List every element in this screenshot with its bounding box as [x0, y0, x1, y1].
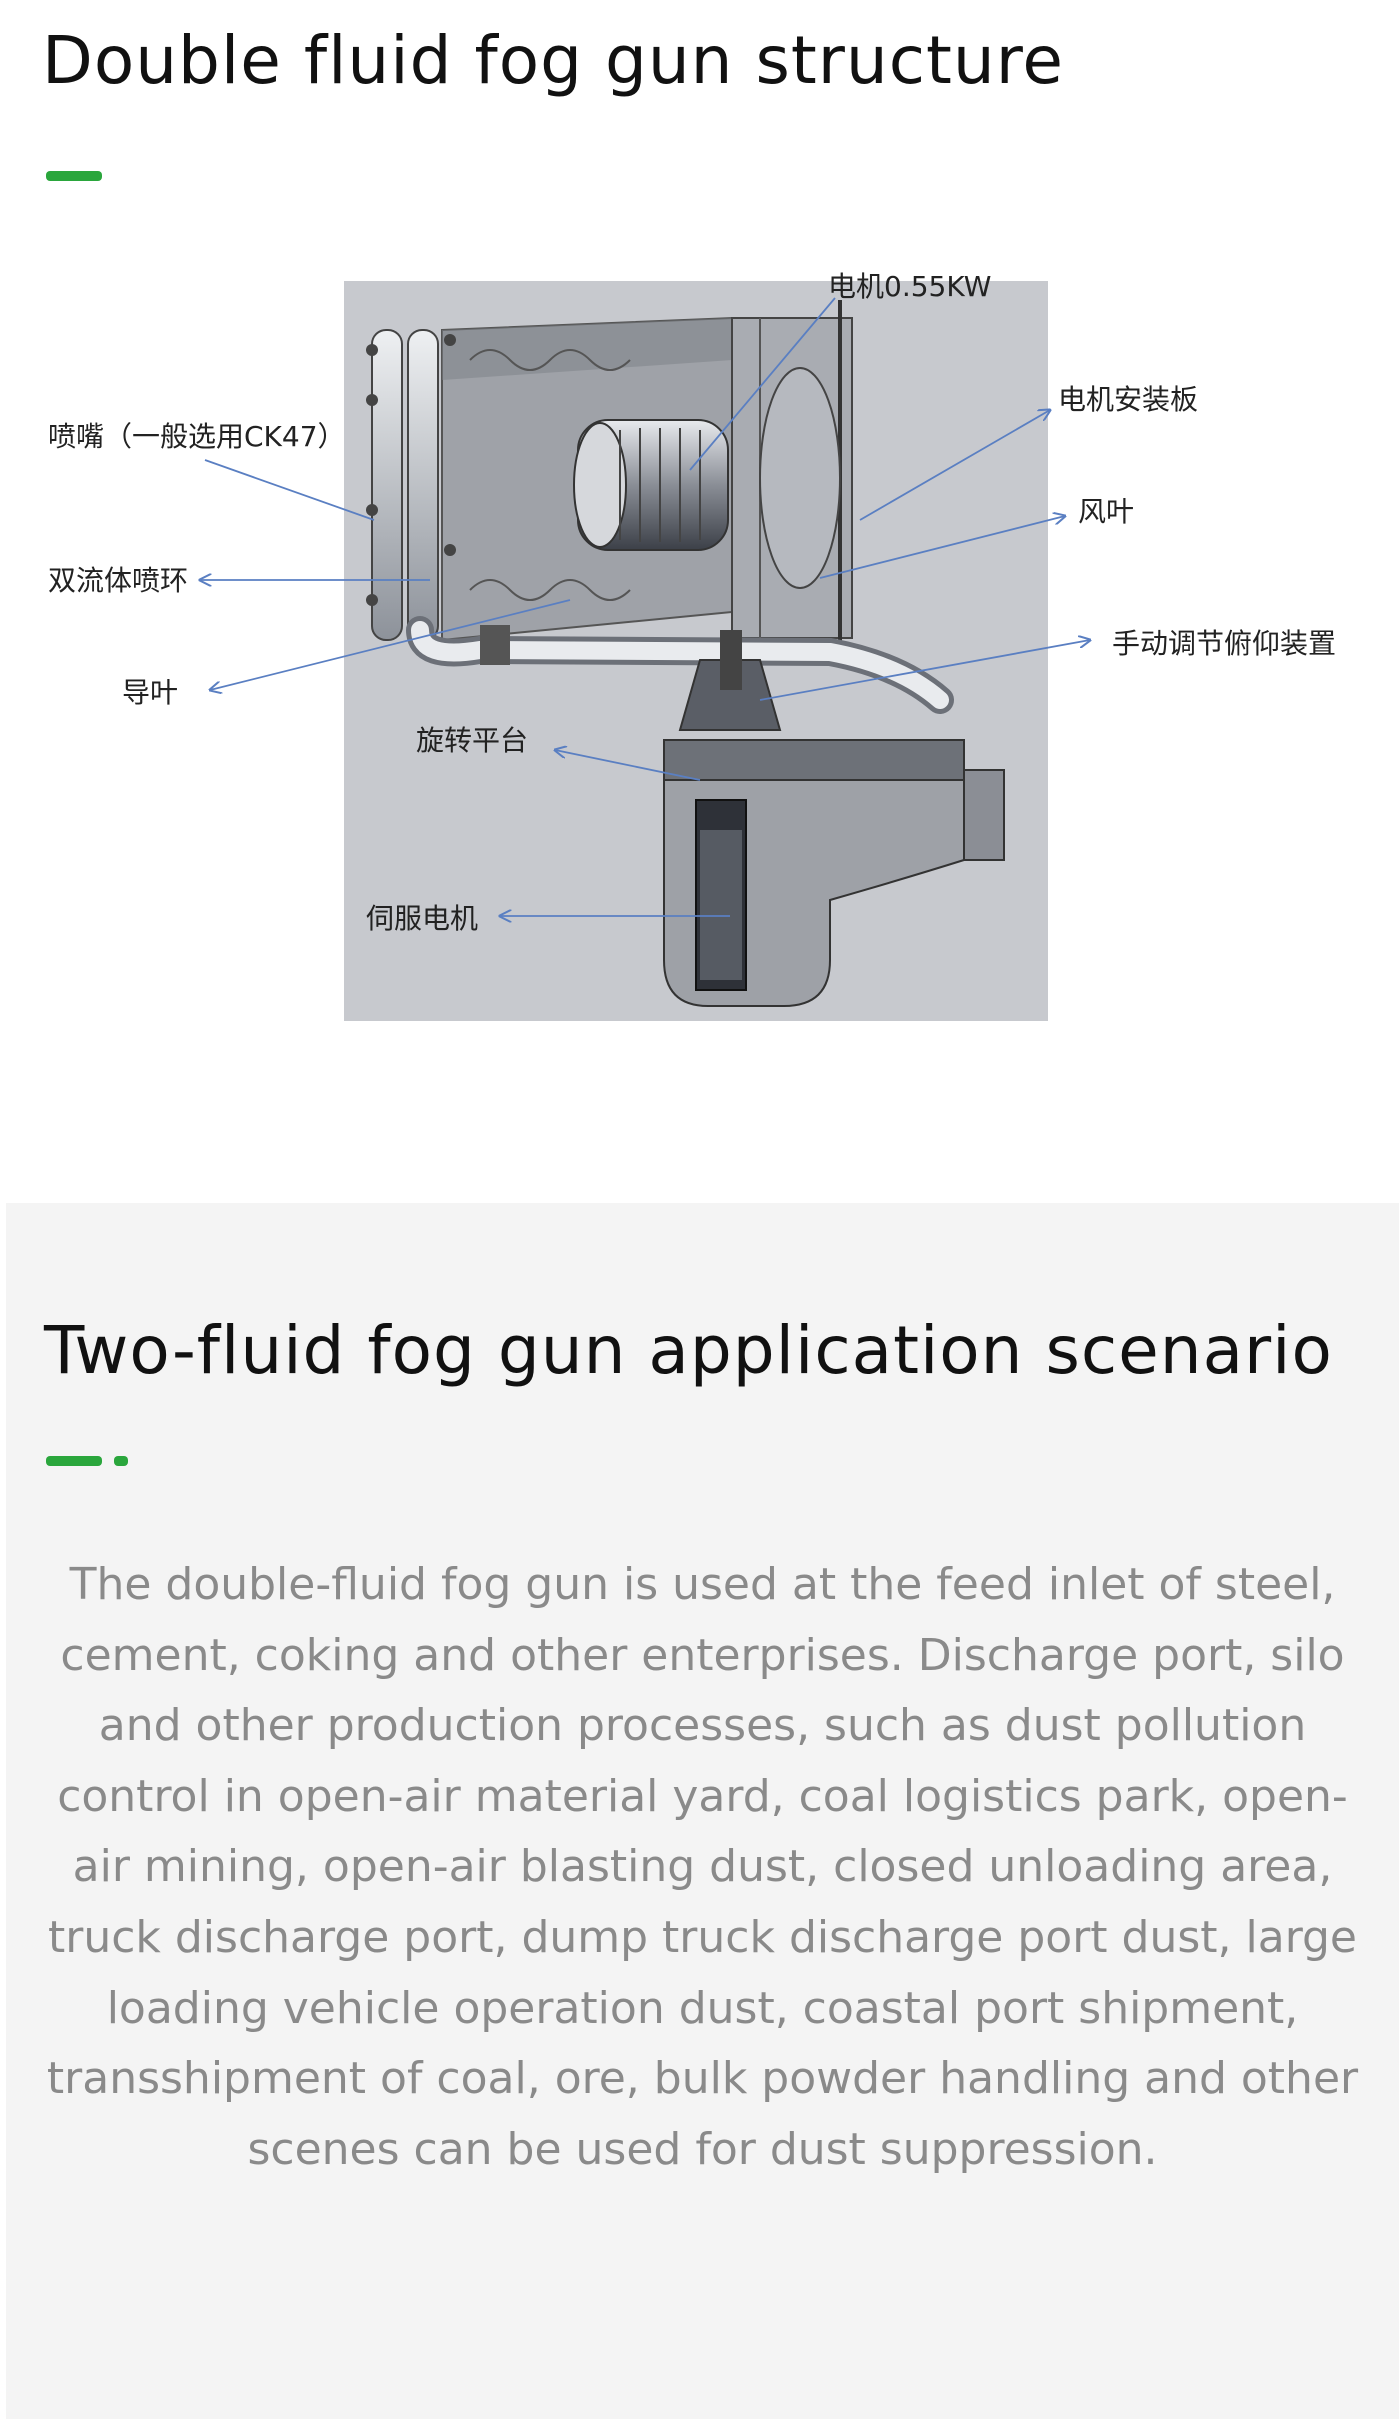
- label-rotating-platform: 旋转平台: [416, 724, 528, 757]
- label-guide-vane: 导叶: [122, 676, 178, 709]
- title-accent-bar: [46, 1456, 102, 1466]
- application-section: Two-fluid fog gun application scenario T…: [6, 1203, 1399, 2419]
- application-description: The double-fluid fog gun is used at the …: [46, 1559, 1359, 2175]
- section-title: Two-fluid fog gun application scenario: [44, 1312, 1333, 1389]
- section-title: Double fluid fog gun structure: [42, 22, 1064, 99]
- label-nozzle: 喷嘴（一般选用CK47）: [48, 420, 346, 453]
- fog-gun-structure-diagram: 电机0.55KW 电机安装板 风叶 手动调节俯仰装置 喷嘴（一般选用CK47） …: [0, 250, 1400, 1050]
- rotating-platform: [663, 739, 965, 781]
- title-accent-bar: [46, 171, 102, 181]
- structure-section: Double fluid fog gun structure: [0, 0, 1400, 1203]
- label-fan-blade: 风叶: [1078, 495, 1134, 528]
- label-motor-plate: 电机安装板: [1058, 383, 1198, 416]
- fan-blade: [759, 367, 841, 589]
- label-servo-motor: 伺服电机: [366, 902, 478, 935]
- label-pitch-adjust: 手动调节俯仰装置: [1112, 627, 1336, 660]
- title-accent-dot: [114, 1456, 128, 1466]
- label-ring: 双流体喷环: [48, 564, 188, 597]
- spray-ring: [371, 329, 403, 641]
- label-motor: 电机0.55KW: [828, 270, 991, 303]
